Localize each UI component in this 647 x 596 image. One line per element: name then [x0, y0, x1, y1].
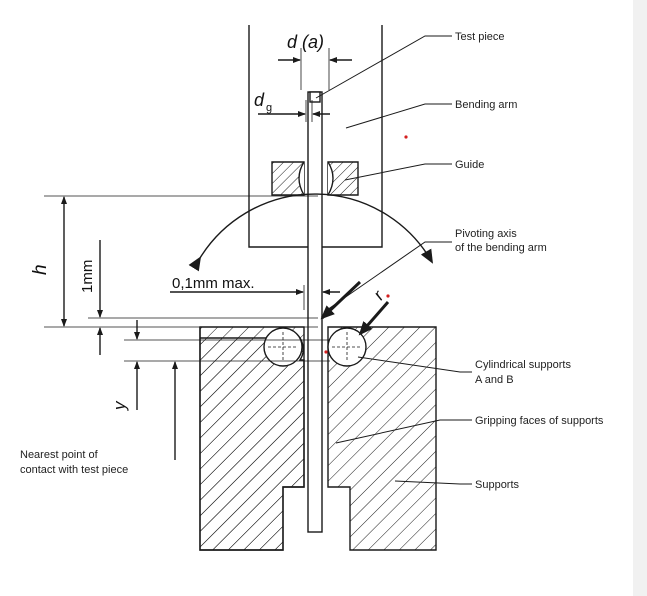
- label-nearest-point-1: Nearest point of: [20, 449, 99, 461]
- dim-r: r: [370, 286, 389, 304]
- label-supports: Supports: [475, 479, 520, 491]
- dim-d-g: d: [254, 90, 265, 110]
- label-gripping-faces: Gripping faces of supports: [475, 415, 604, 427]
- label-pivoting-axis-2: of the bending arm: [455, 242, 547, 254]
- label-test-piece: Test piece: [455, 31, 505, 43]
- dim-d-g-sub: g: [266, 102, 272, 114]
- dim-1mm: 1mm: [79, 260, 96, 293]
- red-dot-marker: [404, 135, 408, 139]
- label-nearest-point-2: contact with test piece: [20, 464, 128, 476]
- red-dot-marker: [386, 294, 390, 298]
- label-bending-arm: Bending arm: [455, 99, 517, 111]
- label-guide: Guide: [455, 159, 484, 171]
- red-dot-marker: [324, 350, 328, 354]
- dim-d-a: d (a): [287, 32, 324, 52]
- page-edge: [633, 0, 647, 596]
- label-cylindrical-supports-2: A and B: [475, 374, 514, 386]
- dim-y: y: [110, 400, 129, 411]
- test-piece: [307, 91, 323, 533]
- dim-clearance: 0,1mm max.: [172, 275, 255, 292]
- label-pivoting-axis-1: Pivoting axis: [455, 228, 517, 240]
- support-right: [327, 326, 437, 551]
- dim-h: h: [30, 264, 51, 275]
- label-cylindrical-supports-1: Cylindrical supports: [475, 359, 571, 371]
- bending-arc: [188, 193, 433, 272]
